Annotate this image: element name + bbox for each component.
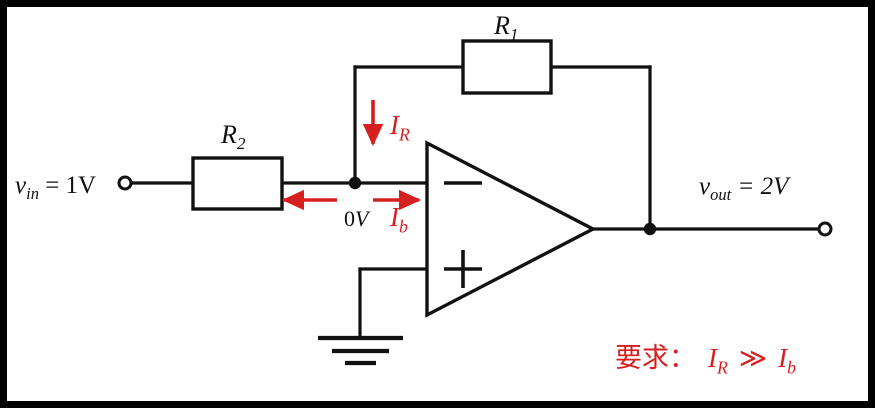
label-r1-sub: 1 [509,25,519,45]
requirement-left-sub: R [717,357,728,378]
label-ir: IR [390,110,410,144]
requirement-left-var: I [708,343,717,373]
label-node-voltage-num: 0 [344,206,355,231]
junction-dot-output-node [643,222,657,236]
label-r1-var: R [494,11,510,40]
label-ir-var: I [390,110,399,140]
label-ir-sub: R [399,124,410,145]
label-ib-sub: b [399,216,408,237]
label-vin-var: v [15,172,27,199]
junction-dot-summing-node [348,176,362,190]
output-terminal-circle [817,221,833,237]
label-vout: vout = 2V [699,173,789,203]
opamp-triangle [425,140,597,318]
requirement-operator: ≫ [738,343,768,373]
wire-layer [129,65,821,340]
requirement-note: 要求：IR≫Ib [615,343,796,377]
plus-input-icon [444,250,482,288]
label-r2-var: R [221,120,237,149]
input-terminal-circle [117,175,133,191]
resistor-r2-body [191,156,284,211]
label-node-voltage-unit: V [355,206,369,231]
label-ib-var: I [390,202,399,232]
resistor-r1-body [461,39,553,95]
label-vin-sub: in [26,184,39,203]
label-vout-value: = 2V [731,173,789,200]
label-node-voltage: 0V [344,208,368,230]
label-vout-sub: out [710,185,732,204]
ground-symbol [318,335,403,366]
label-vin-value: = 1V [38,172,97,199]
requirement-right-sub: b [787,357,797,378]
circuit-schematic [117,39,833,366]
requirement-prefix: 要求： [615,343,696,374]
label-r2-sub: 2 [236,134,246,154]
label-ib: Ib [390,202,408,236]
current-arrow-layer [281,100,422,211]
label-vout-var: v [699,173,711,200]
requirement-right-var: I [778,343,788,373]
label-vin: vin = 1V [15,172,97,202]
label-r2: R2 [221,120,245,153]
label-r1: R1 [494,11,518,44]
